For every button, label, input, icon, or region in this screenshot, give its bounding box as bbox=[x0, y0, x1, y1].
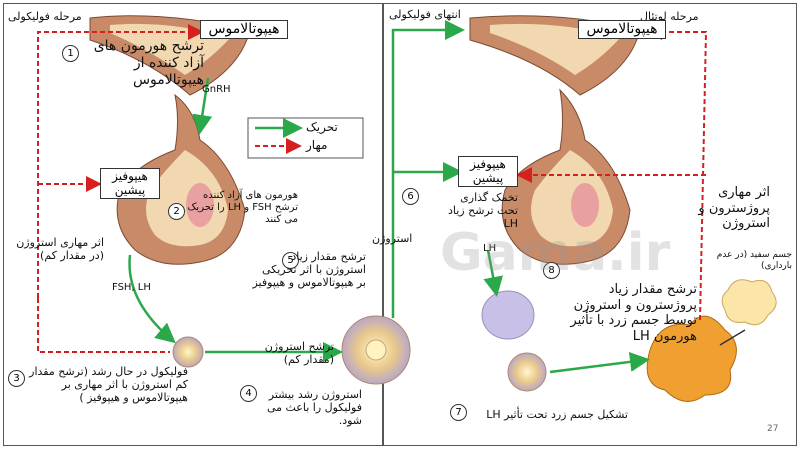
estrogen-up-arrow-hypothalamus bbox=[391, 20, 465, 318]
panel-title-follicular: مرحله فولیکولی bbox=[8, 10, 82, 23]
legend-inhib-label: مهار bbox=[306, 138, 328, 152]
gnrh-arrow bbox=[192, 77, 213, 135]
lh-luteal-arrow bbox=[549, 351, 650, 374]
step-number-2: 2 bbox=[168, 203, 185, 220]
large-follicle-oocyte bbox=[365, 339, 387, 361]
pituitary-left bbox=[116, 93, 246, 265]
inhibit-progesterone-note: اثر مهاری پروژسترون و استروژن bbox=[698, 185, 770, 232]
step-5-text: ترشح مقدار زیاد استروژن با اثر تحریکی بر… bbox=[252, 250, 366, 290]
step-7-text: تشکیل جسم زرد تحت تأثیر LH bbox=[486, 408, 628, 421]
corpus-albicans bbox=[721, 279, 777, 326]
inhibit-arrow-luteal-hypothalamus bbox=[646, 24, 708, 321]
gnrh-label: GnRH bbox=[202, 84, 231, 95]
hypothalamus-box-middle: هیپوتالاموس bbox=[578, 20, 666, 39]
estrogen-secretion-note: ترشح استروژن (مقدار کم) bbox=[264, 340, 334, 367]
ovulated-oocyte bbox=[507, 352, 547, 392]
step-number-8: 8 bbox=[543, 262, 560, 279]
lh-arrow bbox=[483, 249, 504, 297]
corpus-albicans-note: جسم سفید (در عدم بارداری) bbox=[716, 250, 792, 271]
corpus-luteum bbox=[646, 315, 737, 402]
legend-box bbox=[247, 117, 364, 159]
step-8-text: ترشح مقدار زیاد پروژسترون و استروژن توسط… bbox=[570, 282, 697, 344]
step-2-text: هورمون های آزاد کننده ترشح FSH و LH را ت… bbox=[187, 190, 298, 225]
step-1-text: ترشح هورمون های آزاد کننده از هیپوتالامو… bbox=[93, 38, 204, 88]
step-number-6: 6 bbox=[402, 188, 419, 205]
legend-stim-label: تحریک bbox=[306, 120, 338, 134]
watermark: Gama.ir bbox=[440, 223, 671, 283]
step-6-text: تخمک گذاری تحت ترشح زیاد LH bbox=[447, 191, 518, 231]
inhibit-arrow-hypothalamus bbox=[37, 24, 204, 298]
step-number-3: 3 bbox=[8, 370, 25, 387]
panel-follicular bbox=[3, 3, 383, 446]
fsh-lh-label: FSH, LH bbox=[112, 282, 151, 293]
step-3-text: فولیکول در حال رشد (ترشح مقدار کم استروژ… bbox=[29, 365, 188, 405]
panel-title-ovulation: انتهای فولیکولی bbox=[389, 8, 461, 21]
step-number-4: 4 bbox=[240, 385, 257, 402]
hypothalamus-box-left: هیپوتالاموس bbox=[200, 20, 288, 39]
pituitary-box-middle: هیپوفیز پیشین bbox=[458, 156, 518, 187]
lh-label: LH bbox=[483, 243, 497, 254]
step-number-1: 1 bbox=[62, 45, 79, 62]
inhibit-line-follicle bbox=[37, 298, 170, 353]
panel-title-luteal: مرحله لوتئال bbox=[640, 10, 699, 23]
small-follicle bbox=[172, 336, 204, 368]
inhibit-low-estrogen-note: اثر مهاری استروژن (در مقدار کم) bbox=[16, 236, 104, 263]
fsh-lh-arrow bbox=[128, 254, 176, 344]
estrogen-vertical-label: استروژن bbox=[372, 232, 413, 245]
albicans-arrow bbox=[719, 329, 746, 346]
panel-ovulation-luteal bbox=[383, 3, 797, 446]
page-number: 27 bbox=[767, 424, 779, 434]
step-4-text: استروژن رشد بیشتر فولیکول را باعث می شود… bbox=[266, 388, 362, 428]
pituitary-box-left: هیپوفیز پیشین bbox=[100, 168, 160, 199]
step-number-7: 7 bbox=[450, 404, 467, 421]
step-number-5: 5 bbox=[282, 252, 299, 269]
ruptured-follicle bbox=[481, 290, 535, 340]
